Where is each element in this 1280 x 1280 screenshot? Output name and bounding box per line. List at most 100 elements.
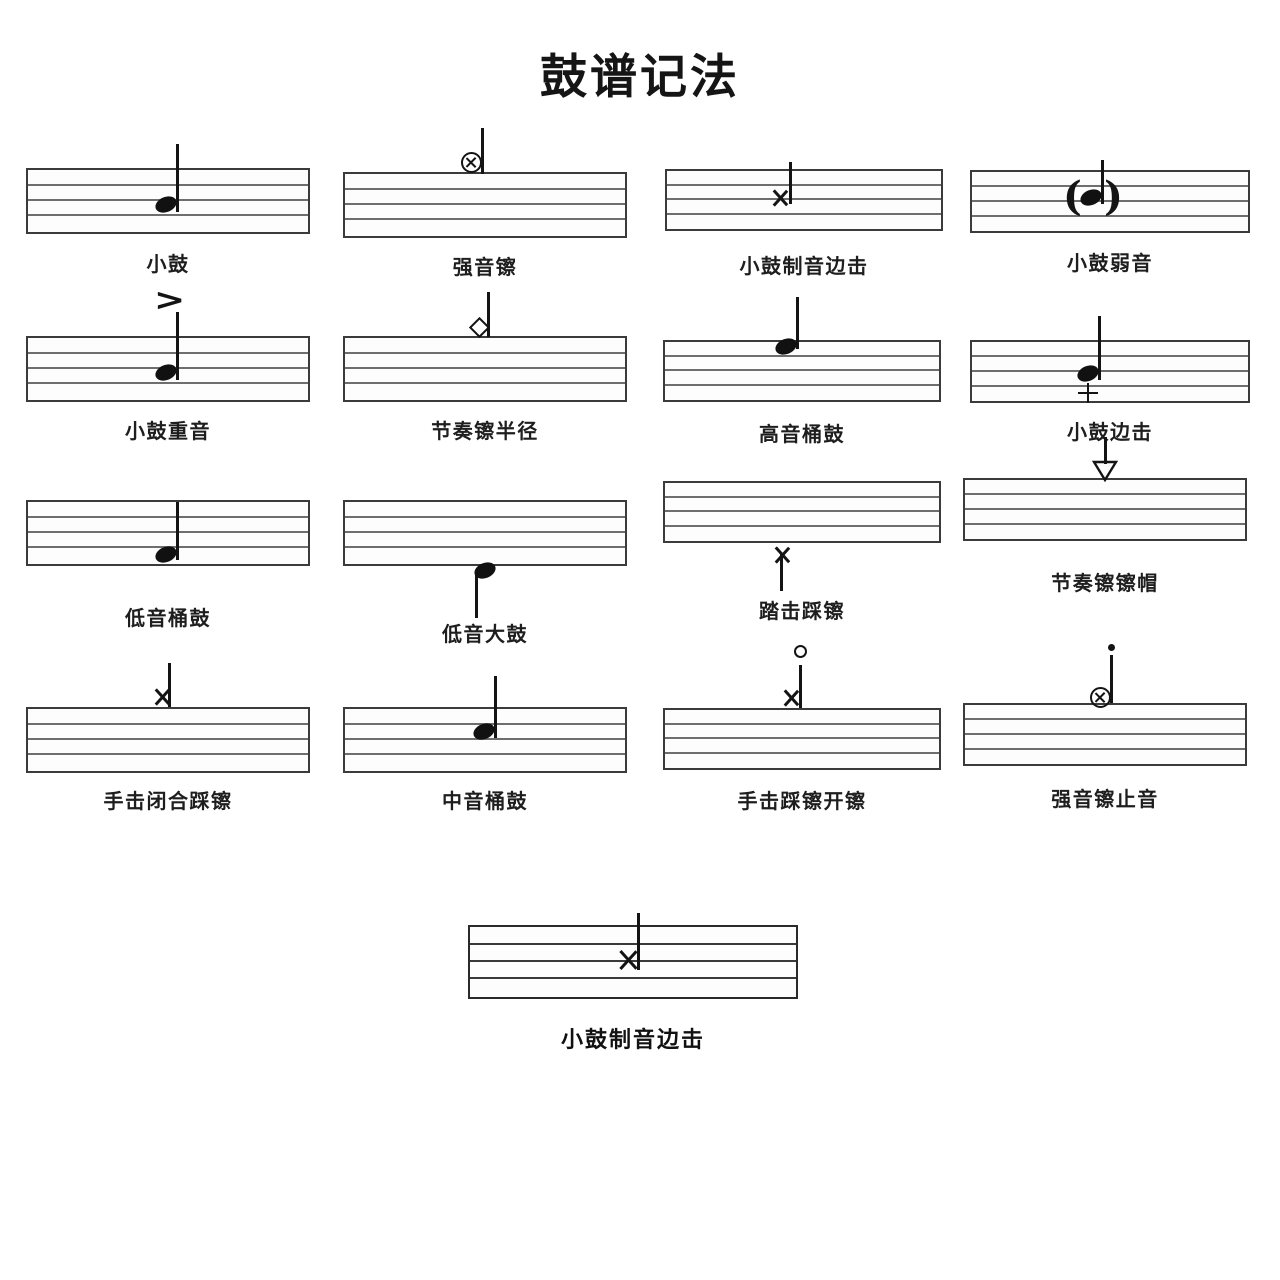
note-stem <box>1110 655 1113 703</box>
staff-line <box>665 737 939 739</box>
x-notehead-icon <box>152 687 172 707</box>
choke-dot-icon <box>1108 644 1115 651</box>
staff-line <box>345 516 625 518</box>
staff-line <box>345 352 625 354</box>
notation-label: 低音桶鼓 <box>125 606 211 630</box>
staff-line <box>28 738 308 740</box>
staff-lines <box>970 170 1250 233</box>
staff-line <box>667 184 941 186</box>
staff-lines <box>963 703 1247 766</box>
staff-line <box>665 752 939 754</box>
x-notehead-icon <box>770 188 790 208</box>
staff-line <box>667 213 941 215</box>
staff-line <box>665 525 939 527</box>
staff-line <box>28 753 308 755</box>
staff-line <box>667 198 941 200</box>
staff-line <box>345 531 625 533</box>
staff-line <box>972 185 1248 187</box>
note-stem <box>168 663 171 707</box>
staff-line <box>470 943 796 945</box>
staff-lines <box>663 340 941 402</box>
note-stem <box>780 553 783 591</box>
notation-label: 小鼓弱音 <box>1067 251 1153 275</box>
x-notehead-icon <box>616 948 640 972</box>
notation-label: 手击闭合踩镲 <box>103 789 233 813</box>
note-stem <box>1098 316 1101 380</box>
staff-line <box>345 753 625 755</box>
staff-line <box>470 977 796 979</box>
staff-line <box>665 723 939 725</box>
ghost-paren-left-icon: ( <box>1063 173 1082 220</box>
staff-line <box>345 218 625 220</box>
x-notehead-icon <box>772 545 792 565</box>
notation-label: 小鼓重音 <box>125 419 211 443</box>
note-stem <box>475 570 478 618</box>
staff-line <box>972 370 1248 372</box>
notation-label: 节奏镲半径 <box>431 419 539 443</box>
staff-line <box>972 385 1248 387</box>
accent-mark-icon: > <box>153 283 186 318</box>
note-stem <box>176 144 179 212</box>
staff-line <box>28 723 308 725</box>
staff-line <box>345 203 625 205</box>
staff-line <box>28 214 308 216</box>
note-stem <box>487 292 490 337</box>
notation-label: 低音大鼓 <box>442 622 528 646</box>
note-stem <box>481 128 484 174</box>
staff-lines <box>343 500 627 566</box>
staff-line <box>972 215 1248 217</box>
staff-lines <box>665 169 943 231</box>
staff-lines <box>663 708 941 770</box>
notation-label: 节奏镲镲帽 <box>1051 571 1159 595</box>
staff-line <box>345 546 625 548</box>
staff-line <box>345 188 625 190</box>
staff-line <box>965 508 1245 510</box>
hollow-down-triangle-icon <box>1091 460 1119 482</box>
open-hihat-circle-icon <box>794 645 807 658</box>
staff-line <box>665 355 939 357</box>
notation-label: 小鼓制音边击 <box>739 254 869 278</box>
staff-line <box>345 382 625 384</box>
note-stem <box>637 913 640 970</box>
note-stem <box>494 676 497 738</box>
note-stem <box>1104 437 1107 464</box>
note-stem <box>176 312 179 380</box>
note-stem <box>789 162 792 204</box>
notation-label: 强音镲止音 <box>1051 787 1159 811</box>
staff-line <box>345 367 625 369</box>
staff-line <box>965 523 1245 525</box>
staff-line <box>28 516 308 518</box>
notation-label: 高音桶鼓 <box>759 422 845 446</box>
staff-lines <box>663 481 941 543</box>
notation-label: 小鼓 <box>146 252 190 276</box>
staff-line <box>28 382 308 384</box>
staff-line <box>28 184 308 186</box>
staff-line <box>965 733 1245 735</box>
staff-lines <box>343 707 627 773</box>
circled-x-icon <box>1090 687 1111 708</box>
notation-label: 手击踩镲开镲 <box>737 789 867 813</box>
staff-lines <box>343 172 627 238</box>
notation-label: 强音镲 <box>452 255 518 279</box>
staff-line <box>665 384 939 386</box>
note-stem <box>799 665 802 708</box>
staff-line <box>28 531 308 533</box>
staff-lines <box>970 340 1250 403</box>
staff-lines <box>963 478 1247 541</box>
circled-x-icon <box>461 152 482 173</box>
staff-line <box>28 352 308 354</box>
staff-line <box>965 493 1245 495</box>
staff-lines <box>468 925 798 999</box>
staff-lines <box>26 707 310 773</box>
notation-label: 中音桶鼓 <box>442 789 528 813</box>
x-notehead-icon <box>781 688 801 708</box>
note-stem <box>176 502 179 560</box>
staff-lines <box>343 336 627 402</box>
staff-line <box>972 355 1248 357</box>
plus-rimshot-icon <box>1078 383 1098 403</box>
staff-line <box>665 369 939 371</box>
note-stem <box>796 297 799 349</box>
notation-label: 小鼓边击 <box>1067 420 1153 444</box>
ghost-paren-right-icon: ) <box>1104 173 1123 220</box>
